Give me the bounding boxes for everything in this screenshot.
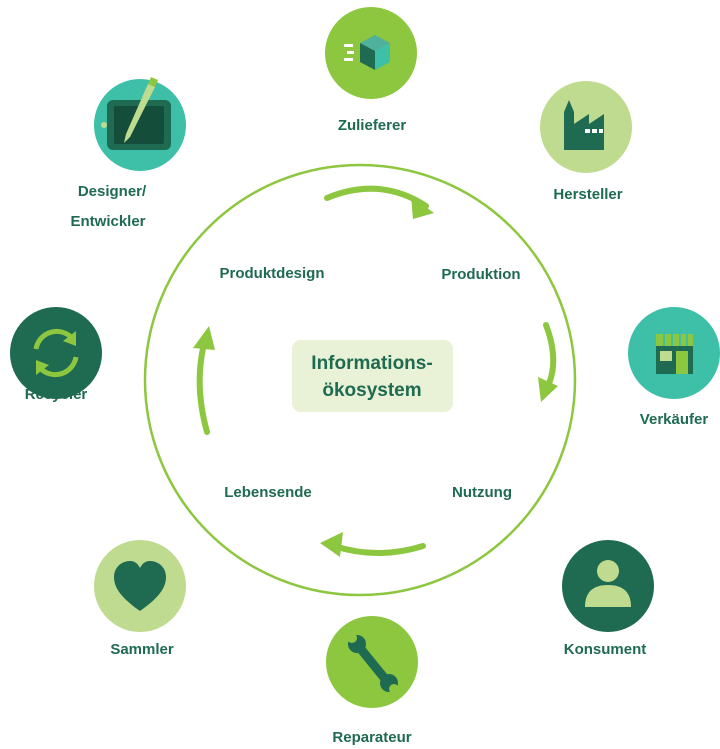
- phase-produktion: Produktion: [441, 266, 520, 283]
- tablet-pen-icon: [101, 77, 171, 150]
- box-icon: [344, 35, 390, 70]
- arrow-production-to-use: [543, 322, 557, 391]
- actor-reparateur: Reparateur: [326, 616, 418, 746]
- center-box: [292, 340, 453, 412]
- actor-recycler: Recycler: [10, 307, 102, 403]
- wrench-icon: [347, 633, 399, 694]
- label-hersteller: Hersteller: [553, 186, 622, 203]
- label-reparateur: Reparateur: [332, 729, 411, 746]
- actor-hersteller: Hersteller: [540, 81, 632, 203]
- recycler-circle: [10, 307, 102, 399]
- label-sammler: Sammler: [110, 641, 174, 658]
- actor-designer: Designer/ Entwickler: [70, 77, 186, 230]
- actor-verkaeufer: Verkäufer: [628, 307, 720, 428]
- lifecycle-circle: [143, 163, 577, 597]
- label-designer-line1: Designer/: [78, 183, 147, 200]
- label-konsument: Konsument: [564, 641, 647, 658]
- label-zulieferer: Zulieferer: [338, 117, 407, 134]
- actor-konsument: Konsument: [562, 540, 654, 658]
- arrow-use-to-end: [331, 543, 426, 556]
- arrow-head: [193, 326, 215, 350]
- label-recycler: Recycler: [25, 386, 88, 403]
- phase-produktdesign: Produktdesign: [219, 265, 324, 282]
- factory-icon: [564, 100, 604, 150]
- center-label-line1: Informations-: [311, 353, 432, 374]
- arrow-head: [538, 377, 558, 402]
- phase-lebensende: Lebensende: [224, 484, 312, 501]
- actor-sammler: Sammler: [94, 540, 186, 658]
- person-icon: [585, 560, 631, 607]
- recycle-icon: [33, 328, 79, 378]
- arrow-head: [411, 196, 434, 219]
- actor-zulieferer: Zulieferer: [325, 7, 417, 134]
- arrow-head: [320, 532, 343, 557]
- phase-nutzung: Nutzung: [452, 484, 512, 501]
- arrow-end-to-design: [196, 341, 210, 435]
- center-label-line2: ökosystem: [322, 380, 421, 401]
- label-designer-line2: Entwickler: [70, 213, 145, 230]
- label-verkaeufer: Verkäufer: [640, 411, 709, 428]
- heart-icon: [114, 561, 166, 611]
- shop-icon: [656, 334, 693, 374]
